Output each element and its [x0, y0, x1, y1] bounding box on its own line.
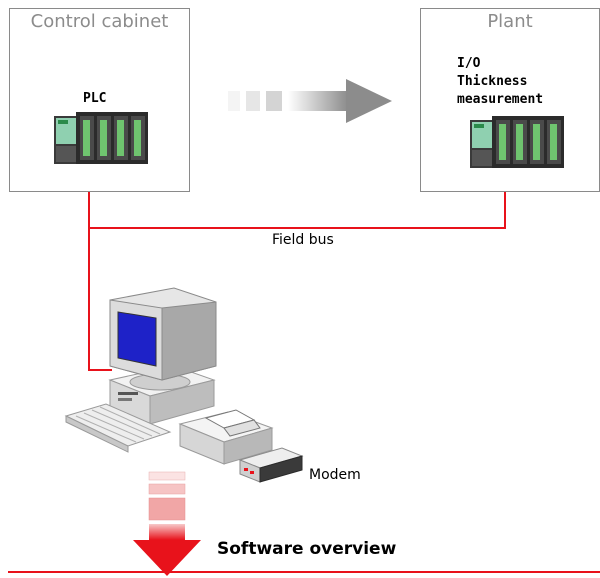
plant-device-label-line2: Thickness: [457, 74, 528, 89]
printer-icon: [178, 409, 274, 465]
field-bus-label: Field bus: [272, 232, 334, 248]
plant-device-label-line1: I/O: [457, 56, 481, 71]
software-overview-label: Software overview: [217, 539, 397, 559]
modem-icon: [238, 447, 304, 483]
plant-title: Plant: [487, 11, 533, 32]
computer-icon: [64, 287, 217, 453]
io-rack-icon: [470, 116, 564, 168]
plant-device-label-line3: measurement: [457, 92, 544, 107]
red-down-arrow-icon: [133, 471, 201, 576]
plc-rack-icon: [54, 112, 148, 164]
control-cabinet-title: Control cabinet: [30, 11, 169, 32]
plc-label: PLC: [83, 91, 107, 106]
modem-label: Modem: [309, 467, 361, 483]
gray-arrow-icon: [228, 79, 392, 123]
